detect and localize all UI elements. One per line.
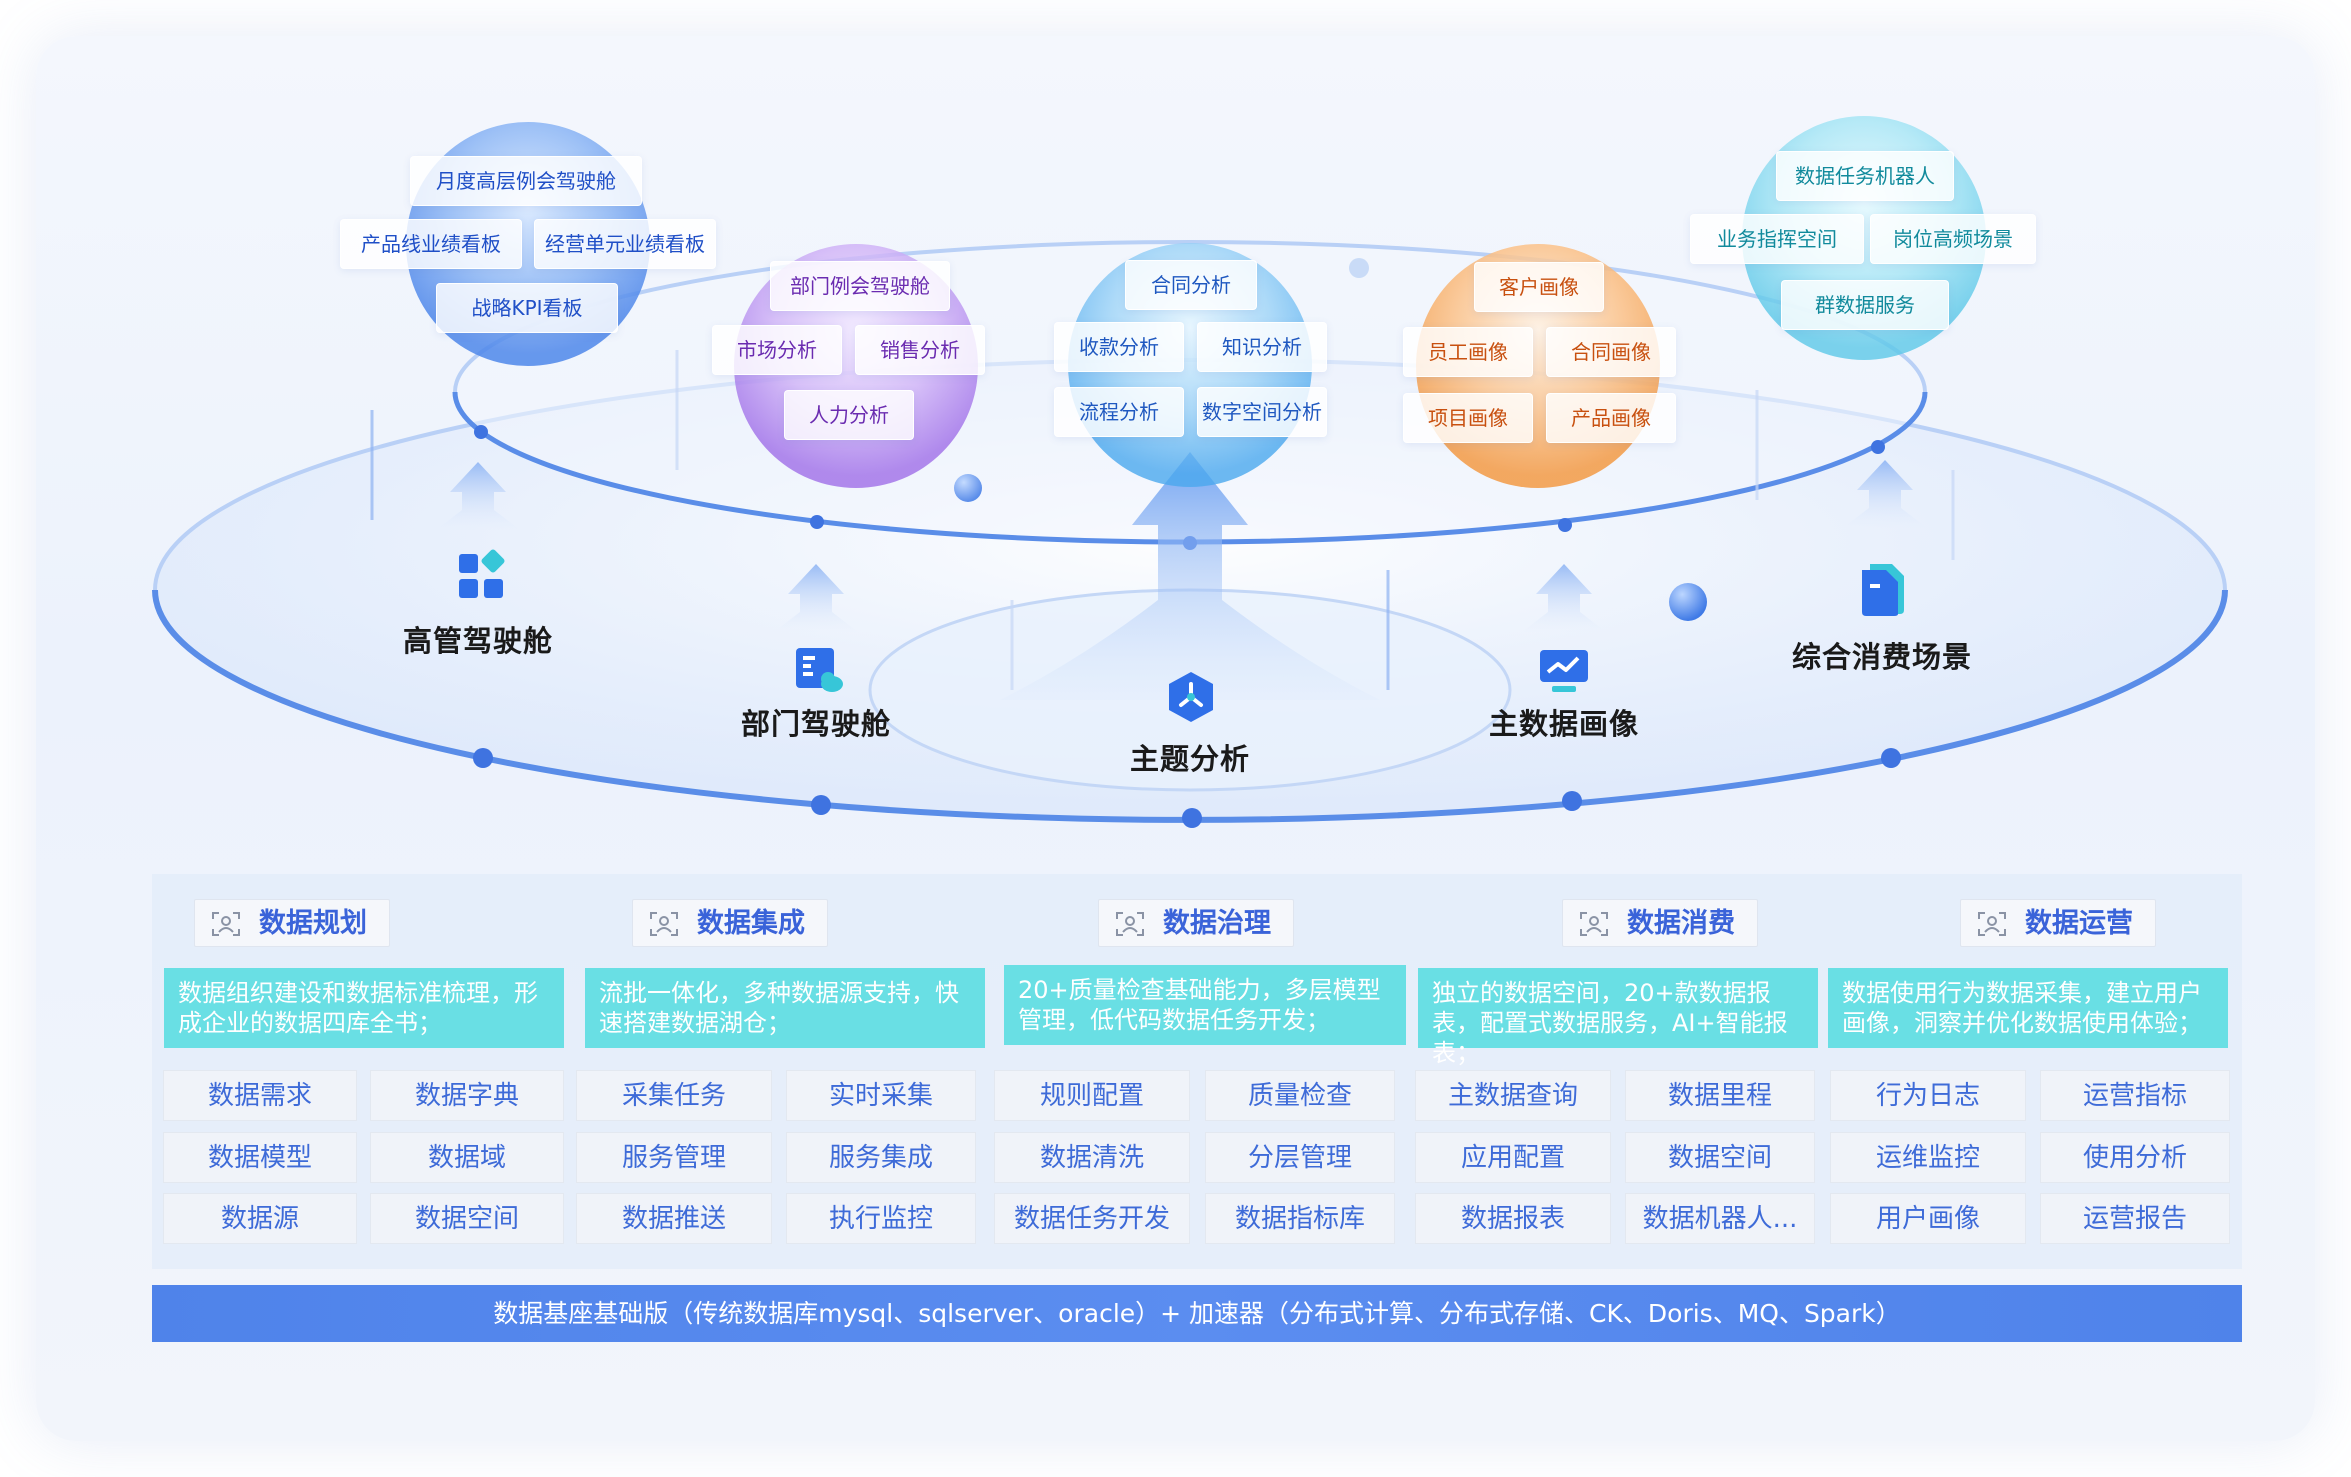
category-title: 数据集成	[697, 908, 805, 939]
tag-business-unit-board: 经营单元业绩看板	[534, 219, 716, 269]
category-desc-operation: 数据使用行为数据采集，建立用户画像，洞察并优化数据使用体验；	[1828, 968, 2228, 1048]
tag-high-frequency-scenes: 岗位高频场景	[1870, 214, 2036, 264]
tag-product-line-board: 产品线业绩看板	[340, 219, 522, 269]
tag-data-task-robot: 数据任务机器人	[1776, 151, 1954, 201]
tag-process-analysis: 流程分析	[1054, 387, 1184, 437]
item-master-data-query[interactable]: 主数据查询	[1415, 1070, 1611, 1121]
tag-product-portrait: 产品画像	[1546, 393, 1676, 443]
module-executive-cockpit-label: 高管驾驶舱	[402, 624, 554, 658]
item-data-dictionary[interactable]: 数据字典	[370, 1070, 564, 1121]
item-execution-monitor[interactable]: 执行监控	[786, 1193, 976, 1244]
item-data-robot[interactable]: 数据机器人...	[1625, 1193, 1815, 1244]
cloud-chart-icon	[796, 648, 843, 692]
hexagon-branch-icon	[1169, 672, 1213, 722]
category-title: 数据治理	[1163, 908, 1271, 939]
tag-project-portrait: 项目画像	[1403, 393, 1533, 443]
tag-employee-portrait: 员工画像	[1403, 327, 1533, 377]
module-consumption-scenes-label: 综合消费场景	[1791, 640, 1973, 674]
user-frame-icon	[1978, 912, 2006, 936]
item-data-requirement[interactable]: 数据需求	[163, 1070, 357, 1121]
module-topic-analysis-label: 主题分析	[1129, 742, 1251, 776]
item-layer-management[interactable]: 分层管理	[1205, 1132, 1395, 1183]
dashboard-grid-icon	[459, 549, 505, 598]
module-department-cockpit-label: 部门驾驶舱	[740, 707, 892, 741]
monitor-chart-icon	[1540, 650, 1588, 692]
item-behavior-log[interactable]: 行为日志	[1830, 1070, 2026, 1121]
item-app-config[interactable]: 应用配置	[1415, 1132, 1611, 1183]
document-icon	[1862, 564, 1904, 616]
category-title: 数据运营	[2025, 908, 2133, 939]
tag-business-command-space: 业务指挥空间	[1690, 214, 1864, 264]
item-rule-config[interactable]: 规则配置	[994, 1070, 1190, 1121]
user-frame-icon	[212, 912, 240, 936]
category-desc-consumption: 独立的数据空间，20+款数据报表，配置式数据服务，AI+智能报表；	[1418, 968, 1818, 1067]
tag-knowledge-analysis: 知识分析	[1197, 322, 1327, 372]
category-header-consumption: 数据消费	[1562, 899, 1758, 947]
user-frame-icon	[1580, 912, 1608, 936]
tag-sales-analysis: 销售分析	[855, 325, 985, 375]
item-data-mileage[interactable]: 数据里程	[1625, 1070, 1815, 1121]
item-usage-analysis[interactable]: 使用分析	[2040, 1132, 2230, 1183]
item-data-space[interactable]: 数据空间	[370, 1193, 564, 1244]
item-ops-monitor[interactable]: 运维监控	[1830, 1132, 2026, 1183]
item-data-report[interactable]: 数据报表	[1415, 1193, 1611, 1244]
tag-contract-analysis: 合同分析	[1125, 260, 1257, 310]
module-master-data-portrait-label: 主数据画像	[1488, 707, 1640, 741]
tag-receivable-analysis: 收款分析	[1054, 322, 1184, 372]
foundation-bar: 数据基座基础版（传统数据库mysql、sqlserver、oracle）+ 加速…	[152, 1285, 2242, 1342]
tag-digital-space-analysis: 数字空间分析	[1197, 387, 1327, 437]
category-desc-planning: 数据组织建设和数据标准梳理，形成企业的数据四库全书；	[164, 968, 564, 1048]
item-operation-report[interactable]: 运营报告	[2040, 1193, 2230, 1244]
item-data-model[interactable]: 数据模型	[163, 1132, 357, 1183]
tag-dept-meeting-cockpit: 部门例会驾驶舱	[770, 261, 950, 311]
item-data-task-dev[interactable]: 数据任务开发	[994, 1193, 1190, 1244]
item-user-portrait[interactable]: 用户画像	[1830, 1193, 2026, 1244]
item-operation-metric[interactable]: 运营指标	[2040, 1070, 2230, 1121]
tag-contract-portrait: 合同画像	[1546, 327, 1676, 377]
category-header-operation: 数据运营	[1960, 899, 2156, 947]
item-realtime-collection[interactable]: 实时采集	[786, 1070, 976, 1121]
item-consumption-data-space[interactable]: 数据空间	[1625, 1132, 1815, 1183]
tag-group-data-service: 群数据服务	[1781, 280, 1949, 330]
category-header-integration: 数据集成	[632, 899, 828, 947]
category-desc-governance: 20+质量检查基础能力，多层模型管理，低代码数据任务开发；	[1004, 965, 1406, 1045]
item-service-management[interactable]: 服务管理	[576, 1132, 772, 1183]
item-metric-library[interactable]: 数据指标库	[1205, 1193, 1395, 1244]
item-data-source[interactable]: 数据源	[163, 1193, 357, 1244]
item-service-integration[interactable]: 服务集成	[786, 1132, 976, 1183]
category-desc-integration: 流批一体化，多种数据源支持，快速搭建数据湖仓；	[585, 968, 985, 1048]
tag-strategy-kpi-board: 战略KPI看板	[436, 283, 618, 333]
user-frame-icon	[650, 912, 678, 936]
item-data-domain[interactable]: 数据域	[370, 1132, 564, 1183]
category-title: 数据规划	[259, 908, 367, 939]
item-collection-task[interactable]: 采集任务	[576, 1070, 772, 1121]
category-header-governance: 数据治理	[1098, 899, 1294, 947]
category-title: 数据消费	[1627, 908, 1735, 939]
category-header-planning: 数据规划	[194, 899, 390, 947]
tag-hr-analysis: 人力分析	[784, 390, 914, 440]
user-frame-icon	[1116, 912, 1144, 936]
tag-market-analysis: 市场分析	[712, 325, 842, 375]
item-quality-check[interactable]: 质量检查	[1205, 1070, 1395, 1121]
tag-customer-portrait: 客户画像	[1474, 262, 1604, 312]
item-data-cleaning[interactable]: 数据清洗	[994, 1132, 1190, 1183]
tag-monthly-meeting-cockpit: 月度高层例会驾驶舱	[410, 156, 642, 206]
item-data-push[interactable]: 数据推送	[576, 1193, 772, 1244]
